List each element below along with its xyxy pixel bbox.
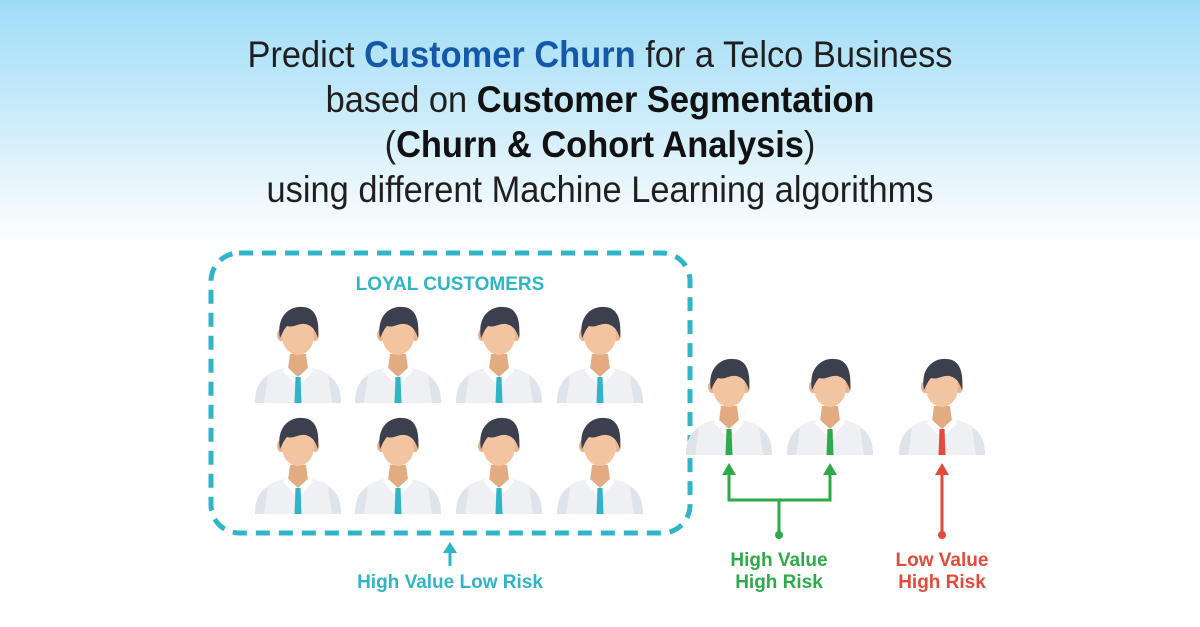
headline-line-2: based on Customer Segmentation [42, 77, 1158, 122]
headline-emphasis: Churn & Cohort Analysis [396, 124, 804, 165]
loyal-caption: High Value Low Risk [357, 572, 543, 593]
loyal-arrow [443, 542, 457, 566]
low-value-high-risk-label: Low Value [896, 550, 989, 571]
low-value-arrow [935, 463, 949, 539]
customer-icon [456, 417, 542, 514]
headline-line-1: Predict Customer Churn for a Telco Busin… [42, 32, 1158, 77]
customer-icon [787, 358, 873, 455]
headline-text: ( [384, 124, 397, 165]
customer-icon [255, 306, 341, 403]
loyal-customers-title: LOYAL CUSTOMERS [356, 274, 545, 295]
customer-icon [899, 358, 985, 455]
headline-line-3: (Churn & Cohort Analysis) [42, 122, 1158, 167]
loyal-customers-frame [208, 250, 693, 536]
customer-icon [255, 417, 341, 514]
headline-text: based on [325, 79, 477, 120]
customer-icon [355, 417, 441, 514]
low-value-high-risk-label: High Risk [898, 572, 986, 593]
headline-line-4: using different Machine Learning algorit… [266, 169, 934, 210]
high-value-high-risk-label: High Value [730, 550, 827, 571]
headline-emphasis: Customer Segmentation [476, 79, 875, 120]
customer-icon [686, 358, 772, 455]
customer-icon [557, 306, 643, 403]
headline-text: Predict [247, 34, 365, 75]
customer-icon [355, 306, 441, 403]
high-risk-arrows [722, 463, 837, 539]
customer-icon [557, 417, 643, 514]
headline-text: ) [803, 124, 816, 165]
customer-icon [456, 306, 542, 403]
high-value-high-risk-label: High Risk [735, 572, 823, 593]
headline-emphasis: Customer Churn [364, 34, 636, 75]
headline: Predict Customer Churn for a Telco Busin… [42, 32, 1158, 212]
headline-text: for a Telco Business [635, 34, 953, 75]
